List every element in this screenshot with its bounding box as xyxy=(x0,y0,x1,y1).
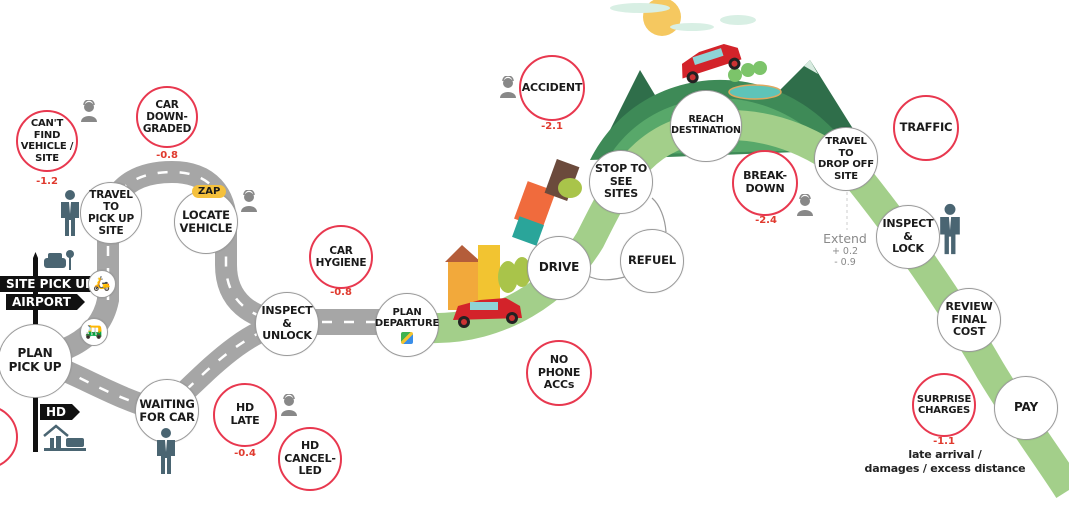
building xyxy=(512,216,544,246)
pain-traffic[interactable]: TRAFFIC xyxy=(893,95,959,161)
tree xyxy=(753,61,767,75)
sign-airport: AIRPORT xyxy=(6,294,85,310)
step-refuel[interactable]: REFUEL xyxy=(620,229,684,293)
step-pay[interactable]: PAY xyxy=(994,376,1058,440)
step-travel-to-drop-off-site[interactable]: TRAVEL TO DROP OFF SITE xyxy=(814,127,878,191)
lake xyxy=(728,84,782,100)
surprise-charges-note: late arrival / damages / excess distance xyxy=(864,448,1026,475)
step-reach-destination[interactable]: REACH DESTINATION xyxy=(670,90,742,162)
support-agent-icon xyxy=(500,76,516,98)
tree xyxy=(498,261,518,293)
pain-breakdown[interactable]: BREAK- DOWN xyxy=(732,150,798,216)
cloud xyxy=(720,15,756,25)
auto-rickshaw-icon: 🛺 xyxy=(80,318,108,346)
pain-cant-find-vehicle[interactable]: CAN'T FIND VEHICLE / SITE xyxy=(16,110,78,172)
pain-surprise-charges[interactable]: SURPRISE CHARGES xyxy=(912,373,976,437)
scooter-icon: 🛵 xyxy=(88,270,116,298)
tree xyxy=(558,178,582,198)
extend-minus: - 0.9 xyxy=(834,257,856,268)
extend-label: Extend xyxy=(823,231,867,246)
pain-no-phone-accs[interactable]: NO PHONE ACCs xyxy=(526,340,592,406)
tree xyxy=(741,63,755,77)
step-inspect-lock[interactable]: INSPECT & LOCK xyxy=(876,205,940,269)
signpost-pole xyxy=(33,258,38,326)
step-stop-to-see-sites[interactable]: STOP TO SEE SITES xyxy=(589,150,653,214)
support-agent-icon xyxy=(241,190,257,212)
parked-car-icon xyxy=(44,250,74,270)
pain-car-hygiene[interactable]: CAR HYGIENE xyxy=(309,225,373,289)
signpost-pole xyxy=(33,396,38,452)
tree xyxy=(513,257,531,287)
building xyxy=(478,245,500,305)
score-cant-find-vehicle: -1.2 xyxy=(36,176,58,187)
pain-hd-late[interactable]: HD LATE xyxy=(213,383,277,447)
pain-hd-cancelled[interactable]: HD CANCEL- LED xyxy=(278,427,342,491)
step-locate-vehicle[interactable]: LOCATE VEHICLE xyxy=(174,190,238,254)
refuel-arrow-back xyxy=(651,197,667,233)
refuel-arrow-out xyxy=(587,275,629,281)
customer-icon xyxy=(61,190,79,236)
home-delivery-icon xyxy=(43,424,86,451)
city-buildings xyxy=(445,158,582,310)
tree xyxy=(728,68,742,82)
sign-hd: HD xyxy=(40,404,81,420)
sign-site-pick-up: SITE PICK UP xyxy=(0,276,108,292)
score-hd-late: -0.4 xyxy=(234,448,256,459)
support-agent-icon xyxy=(797,194,813,216)
cloud xyxy=(610,3,670,13)
pain-car-downgraded[interactable]: CAR DOWN- GRADED xyxy=(136,86,198,148)
customer-icon xyxy=(157,428,175,474)
car-icon xyxy=(681,44,742,84)
cloud xyxy=(670,23,714,31)
score-car-hygiene: -0.8 xyxy=(330,287,352,298)
pain-accident[interactable]: ACCIDENT xyxy=(519,55,585,121)
step-inspect-unlock[interactable]: INSPECT & UNLOCK xyxy=(255,292,319,356)
step-plan-departure[interactable]: PLAN DEPARTURE xyxy=(375,293,439,357)
customer-icon xyxy=(940,203,960,255)
step-travel-to-pick-up-site[interactable]: TRAVEL TO PICK UP SITE xyxy=(80,182,142,244)
step-review-final-cost[interactable]: REVIEW FINAL COST xyxy=(937,288,1001,352)
maps-icon xyxy=(401,331,413,344)
building xyxy=(448,260,478,310)
score-accident: -2.1 xyxy=(541,121,563,132)
extend-plus: + 0.2 xyxy=(831,246,859,257)
score-surprise-charges: -1.1 xyxy=(933,436,955,447)
support-agent-icon xyxy=(281,394,297,416)
zap-badge: ZAP xyxy=(192,185,227,198)
step-drive[interactable]: DRIVE xyxy=(527,236,591,300)
car-icon xyxy=(453,298,522,328)
support-agent-icon xyxy=(81,100,97,122)
extend-annotation: Extend + 0.2 - 0.9 xyxy=(812,231,878,268)
score-breakdown: -2.4 xyxy=(755,215,777,226)
step-plan-pick-up[interactable]: PLAN PICK UP xyxy=(0,324,72,398)
score-car-downgraded: -0.8 xyxy=(156,150,178,161)
